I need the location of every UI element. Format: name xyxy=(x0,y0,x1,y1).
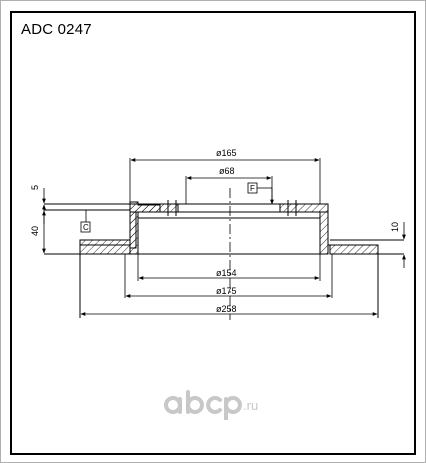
label-h5: 5 xyxy=(30,185,40,190)
watermark-logo: .ru xyxy=(163,390,273,420)
label-d154: ø154 xyxy=(216,268,237,278)
flatness-label: F xyxy=(250,184,255,193)
label-h40: 40 xyxy=(30,226,40,236)
label-d258: ø258 xyxy=(216,304,237,314)
runout-label: C xyxy=(83,223,89,232)
dimension-d154 xyxy=(137,254,321,281)
dimension-d165 xyxy=(129,158,321,204)
label-d175: ø175 xyxy=(216,286,237,296)
dimension-d175 xyxy=(124,254,333,298)
abcp-logo-icon: .ru xyxy=(164,390,258,420)
flatness-marker xyxy=(247,182,274,205)
bolt-holes xyxy=(167,200,297,216)
disc-section-right xyxy=(279,203,379,255)
runout-marker xyxy=(80,210,91,233)
svg-text:.ru: .ru xyxy=(243,398,258,413)
drawing-frame xyxy=(10,11,416,455)
part-number: ADC 0247 xyxy=(21,21,92,38)
dimension-d68 xyxy=(185,176,273,204)
label-d68: ø68 xyxy=(219,166,235,176)
label-h10: 10 xyxy=(390,222,400,232)
disc-outline xyxy=(44,203,404,318)
label-d165: ø165 xyxy=(216,148,237,158)
